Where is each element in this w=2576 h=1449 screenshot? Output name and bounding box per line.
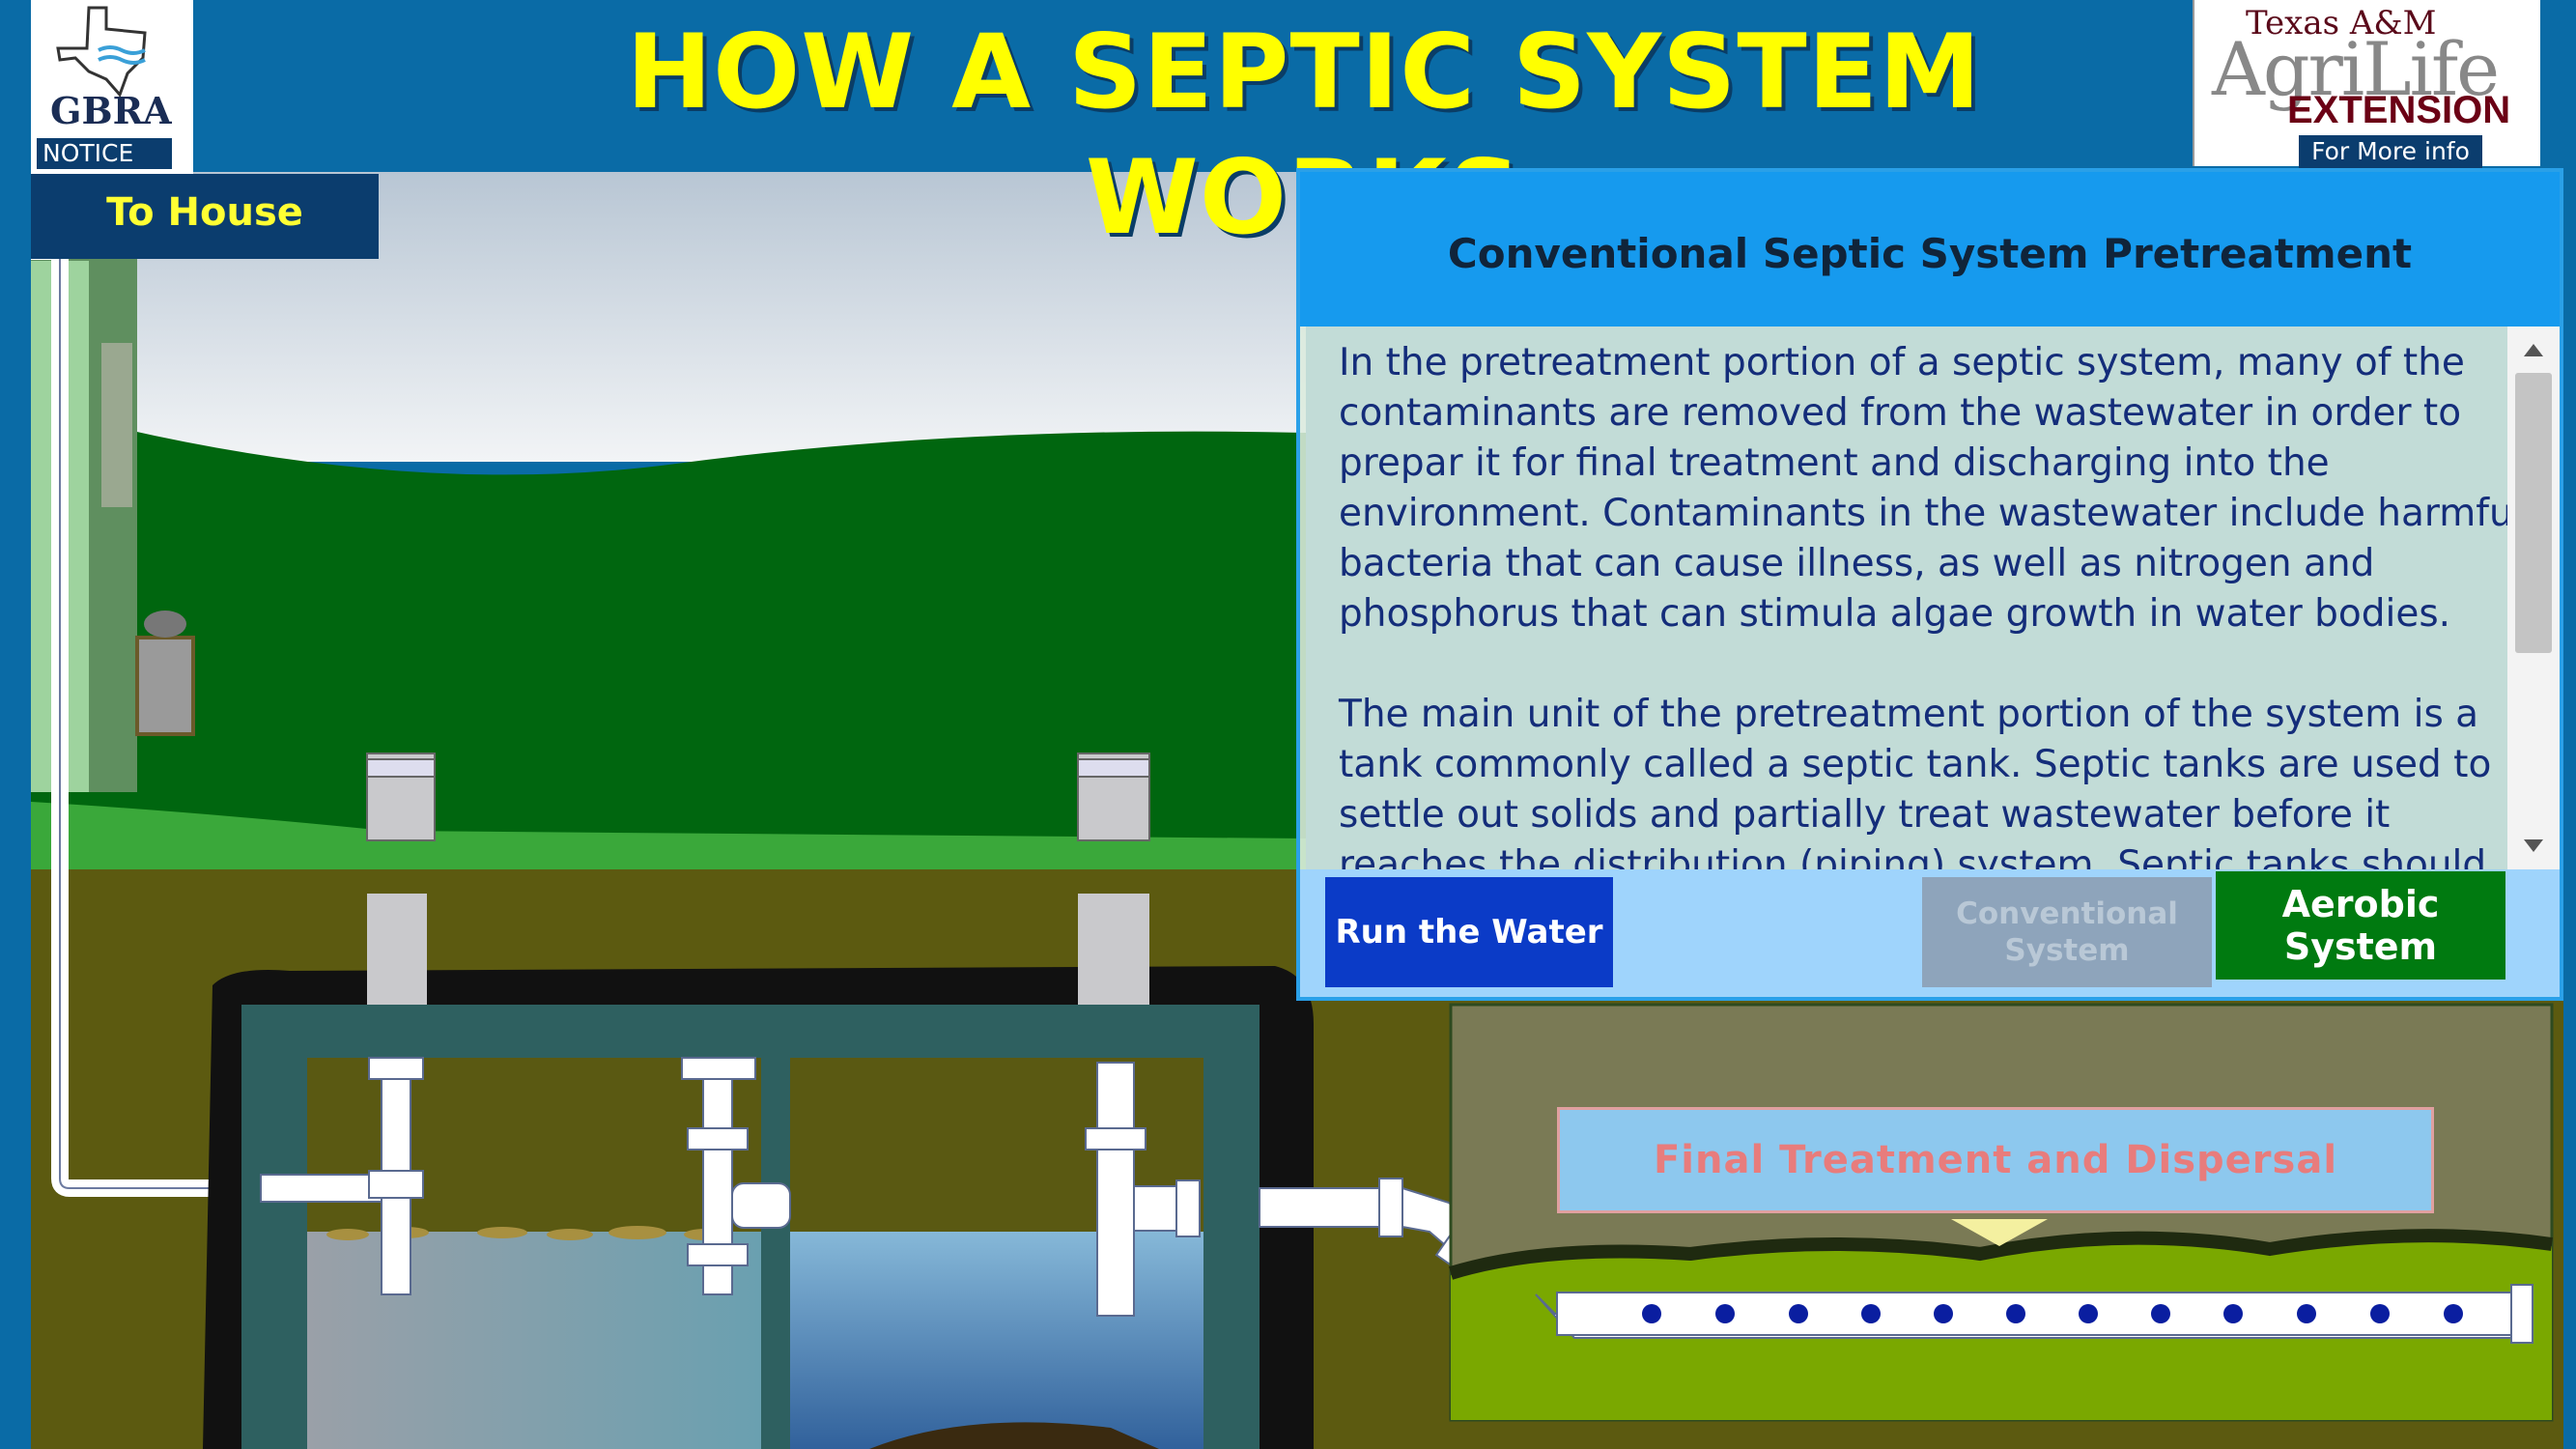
- perforations: [1642, 1304, 2463, 1323]
- agrilife-line1: Texas A&M: [2246, 4, 2437, 43]
- distribution-pipe: [1535, 1284, 2534, 1344]
- scroll-down-icon[interactable]: [2524, 839, 2543, 852]
- panel-scrollbar[interactable]: [2507, 327, 2560, 869]
- conventional-system-button[interactable]: Conventional System: [1922, 877, 2212, 987]
- sludge: [869, 1422, 1159, 1449]
- final-treatment-label[interactable]: Final Treatment and Dispersal: [1557, 1107, 2434, 1213]
- panel-footer: Run the Water Conventional System Aerobi…: [1300, 869, 2560, 997]
- hill: [31, 406, 1306, 850]
- agrilife-line2: AgriLife: [2212, 26, 2500, 112]
- info-panel: Conventional Septic System Pretreatment …: [1296, 168, 2563, 1001]
- panel-header: Conventional Septic System Pretreatment: [1300, 172, 2560, 327]
- riser-right: [1077, 753, 1150, 1009]
- gbra-notice-link[interactable]: NOTICE: [37, 138, 172, 169]
- drainfield-soil-line: [1448, 1229, 2553, 1280]
- gbra-logo-text: GBRA: [50, 89, 172, 132]
- inlet-tee: [260, 1057, 424, 1295]
- riser-left: [366, 753, 436, 1009]
- more-info-link[interactable]: For More info: [2299, 135, 2482, 168]
- transfer-tee: [681, 1057, 791, 1295]
- agrilife-line3: EXTENSION: [2287, 89, 2511, 131]
- panel-text: In the pretreatment portion of a septic …: [1339, 341, 2524, 869]
- meter-cap: [144, 611, 186, 638]
- tank-liquid-2: [790, 1232, 1203, 1449]
- run-water-button[interactable]: Run the Water: [1325, 877, 1613, 987]
- outlet-tee: [1085, 1062, 1201, 1317]
- grass: [31, 802, 1306, 869]
- scroll-up-icon[interactable]: [2524, 344, 2543, 356]
- meter-box: [135, 636, 195, 736]
- dispersal-pointer: [1951, 1219, 2048, 1246]
- panel-title: Conventional Septic System Pretreatment: [1447, 230, 2413, 277]
- aerobic-system-button[interactable]: Aerobic System: [2216, 871, 2505, 980]
- panel-body: In the pretreatment portion of a septic …: [1300, 327, 2560, 869]
- to-house-button[interactable]: To House: [31, 174, 379, 259]
- left-frame: [0, 0, 31, 1449]
- tank-baffle-wall: [761, 1053, 790, 1449]
- texas-map-icon: [56, 6, 147, 97]
- scroll-thumb[interactable]: [2515, 373, 2552, 653]
